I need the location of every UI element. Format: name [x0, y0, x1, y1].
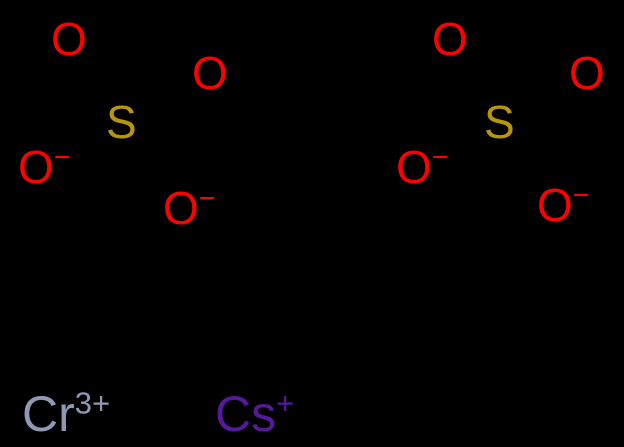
- atom-right-sulfur: S: [484, 99, 515, 145]
- bond-right-s-to-o-topright: [510, 69, 549, 123]
- atom-right-oxide-left: O−: [396, 141, 449, 193]
- atom-symbol: O: [192, 47, 228, 99]
- atom-left-sulfur: S: [106, 99, 137, 145]
- atom-left-oxygen-top-left: O: [51, 16, 87, 62]
- charge-plus: +: [276, 385, 295, 421]
- atom-symbol: O: [569, 47, 605, 99]
- bond-left-s-to-o-topright: [129, 66, 195, 121]
- atom-left-oxygen-top-right: O: [192, 50, 228, 96]
- charge-minus: −: [431, 141, 449, 174]
- atom-symbol: S: [484, 96, 515, 148]
- atom-symbol: O: [51, 13, 87, 65]
- bond-left-s-to-o-topright-double: [135, 74, 201, 129]
- atom-symbol: O: [432, 13, 468, 65]
- atom-symbol: S: [106, 96, 137, 148]
- charge-minus: −: [53, 141, 71, 174]
- ion-chromium: Cr3+: [22, 386, 110, 442]
- bond-right-s-to-o-topleft-double: [423, 74, 489, 129]
- atom-right-oxide-bottom: O−: [537, 179, 590, 231]
- charge-3plus: 3+: [74, 385, 111, 421]
- atom-right-oxygen-top-left: O: [432, 16, 468, 62]
- atom-symbol: O: [396, 141, 432, 193]
- charge-minus: −: [198, 182, 216, 215]
- atom-symbol: O: [537, 179, 573, 231]
- charge-minus: −: [572, 179, 590, 212]
- atom-symbol: O: [18, 141, 54, 193]
- atom-right-oxygen-top-right: O: [569, 50, 605, 96]
- atom-symbol: O: [163, 182, 199, 234]
- ion-symbol: Cr: [22, 386, 75, 442]
- atom-left-oxide-bottom: O−: [163, 182, 216, 234]
- bond-right-s-to-oxide-bottom: [511, 128, 572, 144]
- ion-caesium: Cs+: [215, 386, 294, 442]
- bond-left-s-to-oxide-bottom: [128, 130, 190, 188]
- ion-symbol: Cs: [215, 386, 277, 442]
- atom-left-oxide-left: O−: [18, 141, 71, 193]
